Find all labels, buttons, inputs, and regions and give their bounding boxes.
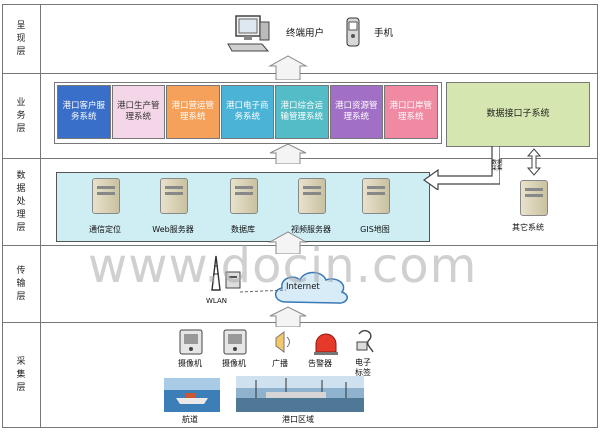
broadcast-label: 广播 (272, 359, 288, 368)
server-label: 视频服务器 (291, 225, 331, 234)
layer-label-transport: 传输层 (16, 265, 26, 302)
business-system-box: 港口口岸管理系统 (384, 85, 438, 139)
mobile-label: 手机 (374, 28, 394, 39)
server-icon (362, 178, 390, 214)
layer-label-presentation: 呈现层 (16, 20, 26, 57)
up-arrow (268, 55, 308, 80)
business-system-box: 港口营运管理系统 (166, 85, 220, 139)
camera-2-label: 摄像机 (222, 359, 246, 368)
server-label: 数据库 (231, 225, 255, 234)
server-label: GIS地图 (360, 225, 390, 234)
alarm-label: 告警器 (308, 359, 332, 368)
bidirectional-arrow (526, 148, 542, 176)
business-system-box: 港口生产管理系统 (111, 85, 165, 139)
other-system-label: 其它系统 (512, 223, 544, 232)
broadcast-speaker-icon (275, 331, 290, 353)
internet-label: Internet (286, 282, 320, 292)
electronic-tag-label: 电子标签 (355, 358, 371, 377)
server-icon (160, 178, 188, 214)
up-arrow (268, 231, 308, 254)
layer-label-data: 数据处理层 (16, 170, 26, 233)
up-arrow (269, 143, 307, 164)
data-interface-subsystem: 数据接口子系统 (446, 82, 590, 147)
data-collect-label: 数据采集 (491, 160, 503, 172)
camera-2-icon (223, 329, 247, 355)
server-label: 通信定位 (89, 225, 121, 234)
port-area-label: 港口区域 (282, 415, 314, 424)
other-system-server-icon (520, 180, 548, 216)
watermark: www.docin.com (88, 238, 478, 294)
label-column-divider (40, 4, 41, 428)
layer-label-collection: 采集层 (16, 357, 26, 393)
wlan-tower-icon (211, 255, 241, 291)
wlan-label: WLAN (206, 297, 228, 305)
server-icon (92, 178, 120, 214)
wlan-internet-link (239, 289, 287, 293)
layer-label-business: 业务层 (16, 97, 26, 134)
channel-photo (164, 378, 220, 412)
server-icon (230, 178, 258, 214)
internet-cloud-icon (274, 271, 348, 304)
server-icon (298, 178, 326, 214)
business-system-box: 港口电子商务系统 (220, 85, 274, 139)
electronic-tag-icon (356, 330, 374, 353)
business-system-box: 港口资源管理系统 (329, 85, 383, 139)
up-arrow (269, 306, 307, 327)
business-system-box: 港口综合运输管理系统 (275, 85, 329, 139)
alarm-icon (314, 333, 338, 355)
end-user-label: 终端用户 (286, 28, 325, 39)
server-label: Web服务器 (152, 225, 194, 234)
mobile-phone-icon (346, 17, 360, 47)
business-system-box: 港口客户服务系统 (57, 85, 111, 139)
interface-to-data-arrow (422, 146, 500, 190)
channel-label: 航道 (182, 415, 198, 424)
camera-1-icon (179, 329, 203, 355)
port-area-photo (236, 376, 364, 412)
camera-1-label: 摄像机 (178, 359, 202, 368)
computer-icon (227, 15, 270, 52)
outer-frame (2, 4, 598, 428)
